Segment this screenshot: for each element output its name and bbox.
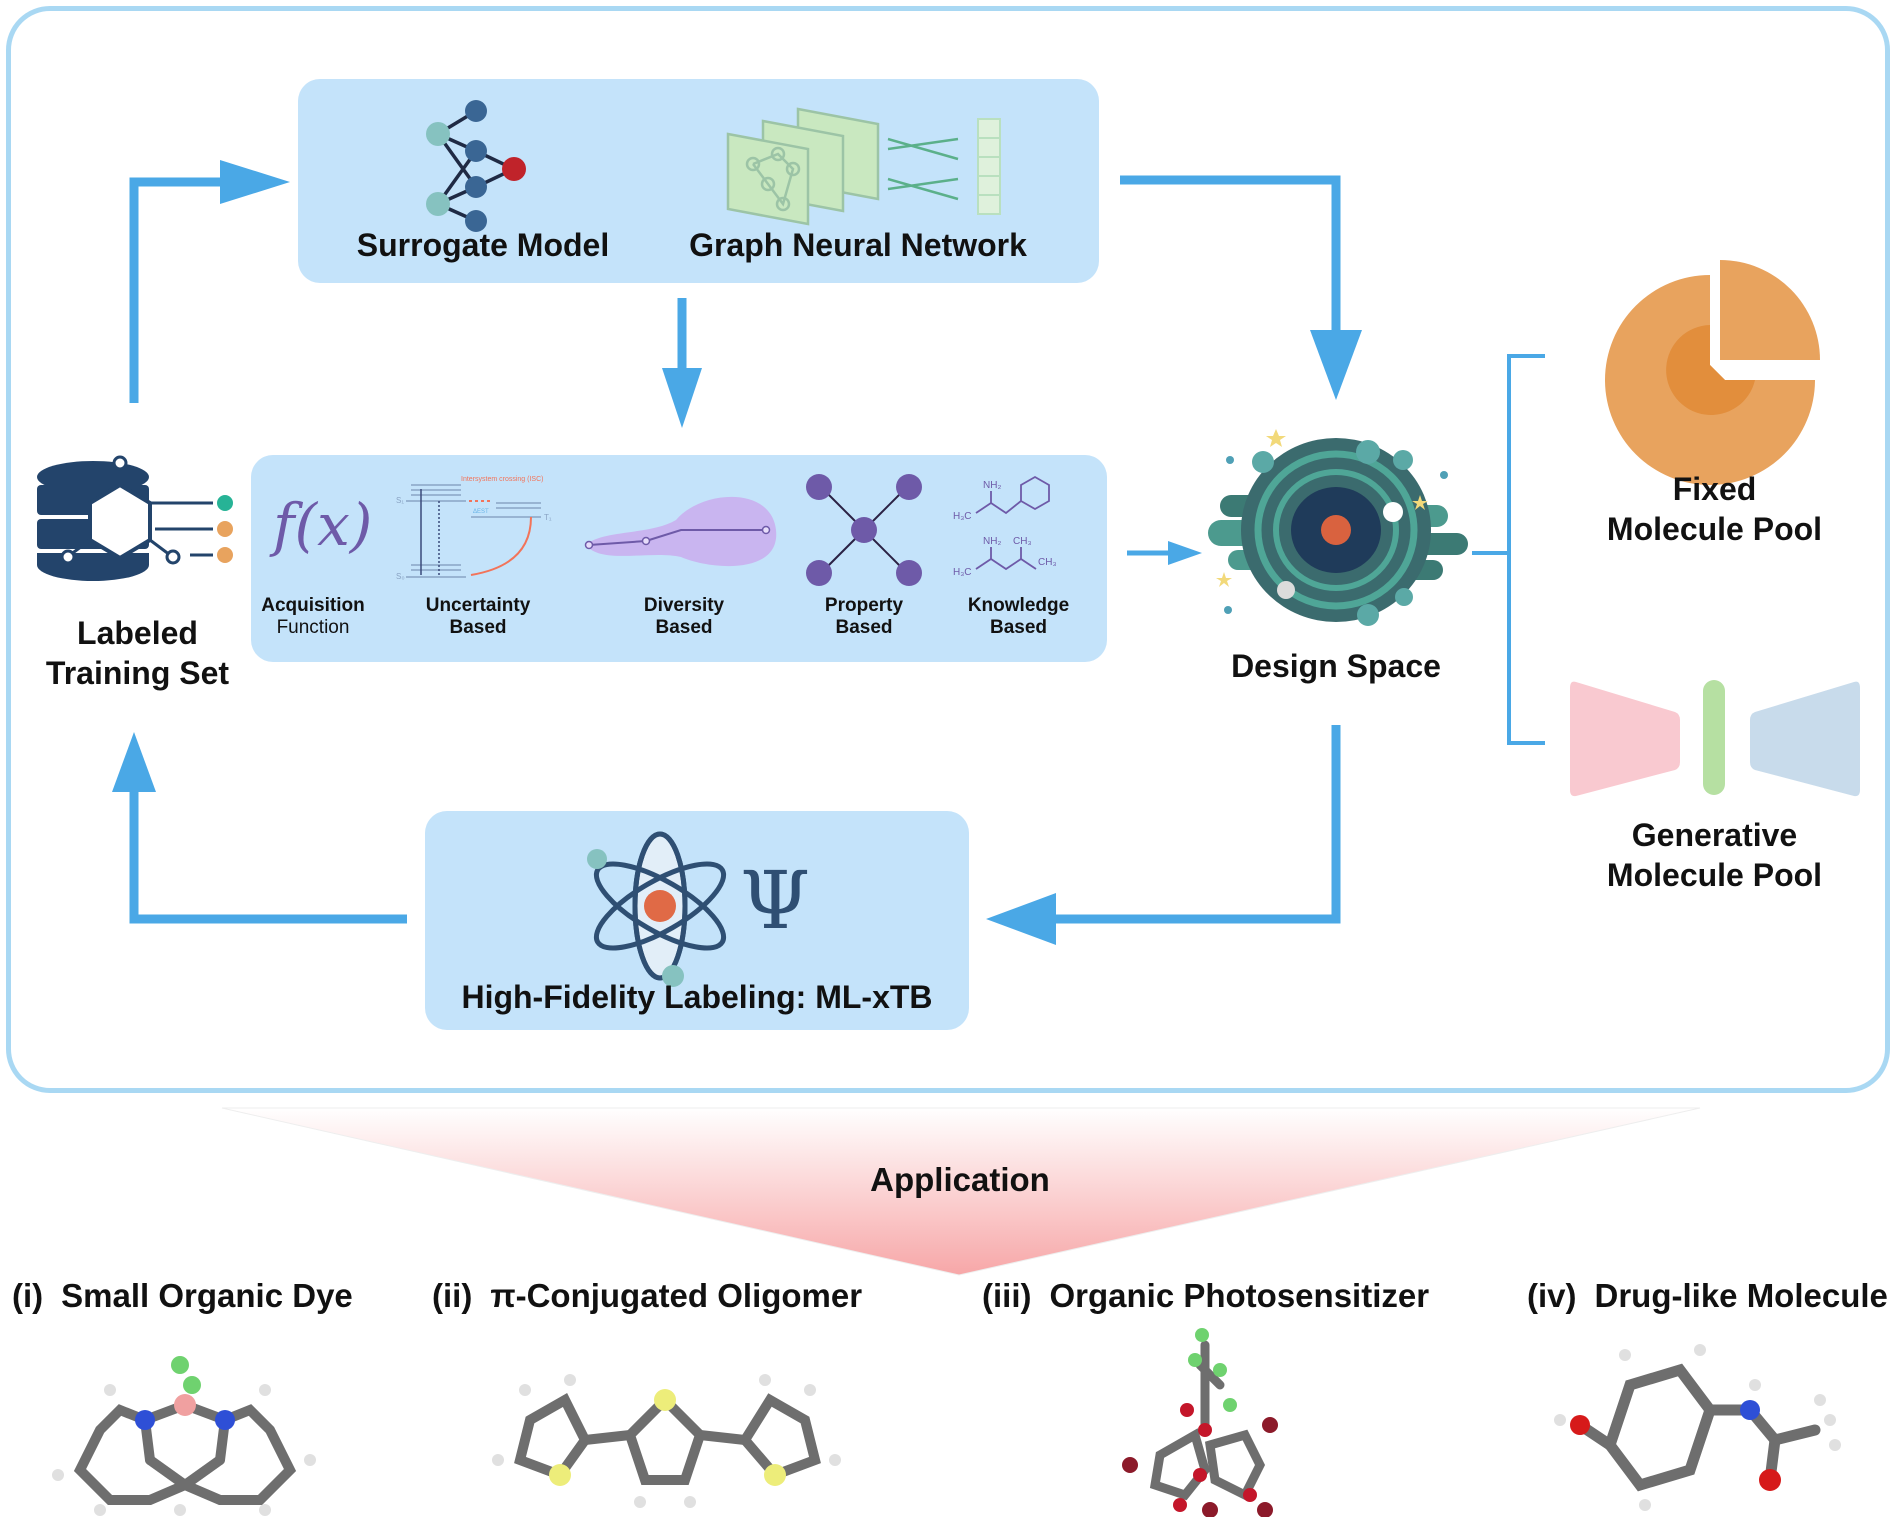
graph-neural-network-icon	[726, 107, 1001, 226]
high-fidelity-labeling-panel: Ψ High-Fidelity Labeling: ML-xTB	[425, 811, 969, 1030]
example-title-2: (ii)π-Conjugated Oligomer	[432, 1277, 863, 1314]
acquisition-strategies-panel: f(x) Intersystem crossing (ISC) S₁ S₀ T₁…	[251, 455, 1107, 662]
generative-pool-label-line2: Molecule Pool	[1606, 857, 1823, 893]
fixed-pool-label-line1: Fixed	[1672, 471, 1757, 507]
psi-symbol: Ψ	[740, 854, 811, 947]
svg-text:NH₂: NH₂	[983, 480, 1001, 491]
strategy-property-line1: Property	[824, 595, 904, 616]
molecule-small-organic-dye	[52, 1356, 316, 1516]
surrogate-model-label: Surrogate Model	[356, 227, 610, 263]
strategy-knowledge-line1: Knowledge	[967, 595, 1070, 616]
svg-text:H₃C: H₃C	[953, 511, 972, 522]
svg-text:H₃C: H₃C	[953, 567, 972, 578]
jablonski-diagram-icon: Intersystem crossing (ISC) S₁ S₀ T₁ ΔEST	[396, 476, 552, 581]
design-space-label: Design Space	[1231, 648, 1441, 684]
strategy-diversity-line2: Based	[655, 617, 713, 638]
gnn-label: Graph Neural Network	[689, 227, 1027, 263]
strategy-acquisition-line2: Function	[276, 617, 350, 638]
svg-text:ΔEST: ΔEST	[473, 509, 489, 515]
molecule-pi-conjugated-oligomer	[492, 1374, 841, 1508]
strategy-property-line2: Based	[835, 617, 893, 638]
example-title-3: (iii)Organic Photosensitizer	[982, 1277, 1430, 1314]
fixed-molecule-pool-icon	[1605, 260, 1820, 485]
strategy-acquisition-line1: Acquisition	[261, 595, 365, 616]
labeling-label: High-Fidelity Labeling: ML-xTB	[461, 979, 933, 1015]
strategy-diversity-line1: Diversity	[643, 595, 725, 616]
svg-text:S₁: S₁	[396, 496, 404, 505]
strategy-uncertainty-line2: Based	[449, 617, 507, 638]
example-title-1: (i)Small Organic Dye	[12, 1277, 353, 1314]
design-space-galaxy-icon	[1208, 429, 1468, 626]
generative-pool-label-line1: Generative	[1631, 817, 1798, 853]
function-fx-icon: f(x)	[273, 491, 373, 559]
application-label: Application	[870, 1161, 1050, 1198]
generative-model-icon	[1570, 680, 1860, 797]
training-set-label-line1: Labeled	[77, 615, 198, 651]
fixed-pool-label-line2: Molecule Pool	[1606, 511, 1823, 547]
knowledge-chemical-structures-icon: NH₂ H₃C NH₂ CH₃ H₃C CH₃	[953, 475, 1057, 578]
svg-text:CH₃: CH₃	[1013, 536, 1032, 547]
training-set-label-line2: Training Set	[45, 655, 230, 691]
training-database-icon	[37, 455, 233, 581]
isc-annotation: Intersystem crossing (ISC)	[461, 476, 543, 483]
molecule-drug-like	[1554, 1344, 1841, 1511]
svg-text:T₁: T₁	[544, 513, 552, 522]
strategy-knowledge-line2: Based	[989, 617, 1048, 638]
arrowhead-up	[112, 732, 156, 792]
svg-text:S₀: S₀	[396, 572, 405, 581]
surrogate-model-icon	[426, 100, 526, 232]
atom-icon	[587, 831, 727, 987]
arrow-design-space-to-labeling	[1040, 725, 1341, 924]
diversity-cluster-icon	[584, 496, 777, 567]
svg-text:CH₃: CH₃	[1038, 557, 1057, 568]
property-graph-icon	[806, 474, 922, 586]
arrowhead-right	[220, 160, 290, 204]
arrow-labeling-to-training	[129, 785, 407, 924]
active-learning-loop-frame	[6, 6, 1890, 1093]
arrow-surrogate-to-design-space	[1120, 175, 1341, 340]
molecule-organic-photosensitizer	[1122, 1328, 1278, 1517]
arrowhead-right	[1168, 541, 1202, 565]
example-title-4: (iv)Drug-like Molecule	[1527, 1277, 1888, 1314]
svg-text:NH₂: NH₂	[983, 536, 1001, 547]
arrowhead-left	[986, 893, 1056, 945]
strategy-uncertainty-line1: Uncertainty	[425, 595, 531, 616]
arrowhead-down	[1310, 330, 1362, 400]
arrowhead-down	[662, 368, 702, 428]
arrow-training-to-surrogate	[129, 177, 225, 403]
model-panel: Surrogate Model Graph Neural Network	[298, 79, 1099, 283]
